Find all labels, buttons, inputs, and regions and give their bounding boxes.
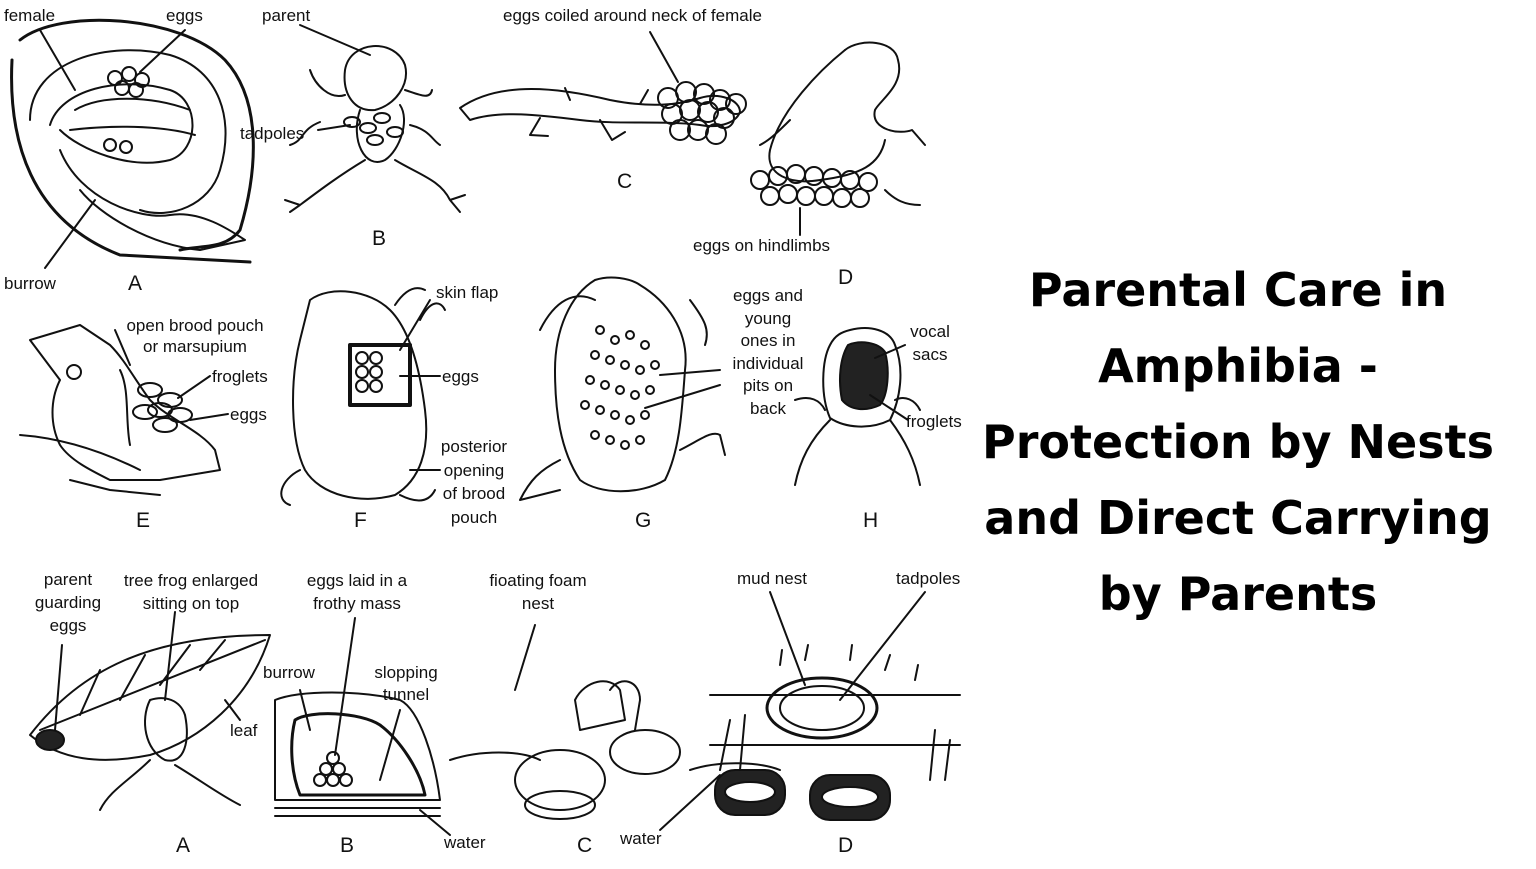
label-eggs-frothy-line2: frothy mass: [313, 594, 401, 613]
label-eggs-young-line4: individual: [732, 353, 804, 373]
label-posterior-opening-line2: opening: [443, 460, 505, 480]
page-title: Parental Care in Amphibia - Protection b…: [972, 252, 1504, 632]
label-eggs-a: eggs: [166, 6, 203, 25]
label-eggs-young-line6: back: [750, 398, 786, 418]
label-tadpoles-b: tadpoles: [240, 124, 305, 143]
panel-letter-b: B: [372, 227, 387, 250]
label-burrow-b2: burrow: [263, 663, 315, 682]
label-posterior-opening-line3: of brood: [442, 484, 506, 503]
drawing-c-salamander: [459, 31, 747, 145]
panel-letter-c2: C: [577, 834, 593, 857]
drawing-e-brood-pouch: [19, 324, 229, 496]
label-open-brood-pouch: open brood pouch or marsupium: [110, 315, 280, 357]
panel-letter-g: G: [635, 509, 652, 532]
label-burrow-a: burrow: [4, 274, 56, 293]
drawing-b-parent-tadpoles: [284, 24, 466, 213]
label-tree-frog: tree frog enlarged sitting on top: [110, 569, 272, 615]
label-eggs-frothy-line1: eggs laid in a: [306, 571, 408, 590]
label-mud-nest: mud nest: [737, 569, 807, 588]
label-skin-flap: skin flap: [436, 283, 499, 302]
drawing-f-skin-flap: [280, 287, 446, 506]
drawing-a-burrow-female: [10, 18, 255, 269]
label-vocal-sacs-line1: vocal: [910, 322, 950, 341]
label-parent-guarding-line2: guarding: [34, 593, 102, 612]
label-parent-guarding: parent guarding eggs: [28, 568, 108, 637]
label-eggs-young-line2: young: [744, 308, 792, 328]
label-posterior-opening: posterior opening of brood pouch: [432, 435, 516, 529]
label-eggs-young-line5: pits on: [742, 376, 794, 395]
title-line-3: Protection by Nests: [982, 415, 1494, 469]
label-slopping-tunnel-line1: slopping: [374, 663, 438, 682]
label-posterior-opening-line1: posterior: [440, 437, 508, 456]
panel-letter-e: E: [136, 509, 151, 532]
label-floating-foam: fioating foam nest: [478, 569, 598, 615]
label-female: female: [4, 6, 56, 25]
panel-letter-f: F: [354, 509, 367, 532]
label-vocal-sacs-line2: sacs: [912, 345, 948, 364]
drawing-b2-burrow-froth: [274, 617, 451, 836]
panel-letter-d2: D: [838, 834, 854, 857]
panel-letter-b2: B: [340, 834, 355, 857]
label-eggs-young-line3: ones in: [740, 331, 796, 350]
title-line-2: Amphibia -: [1098, 339, 1378, 393]
label-floating-foam-line1: fioating foam: [489, 571, 587, 590]
panel-letter-d: D: [838, 266, 854, 289]
label-eggs-young-line1: eggs and: [733, 286, 803, 305]
figure-drawings: [10, 18, 961, 836]
drawing-d2-mud-nest: [709, 591, 961, 821]
panel-letter-a: A: [128, 272, 143, 295]
panel-letter-c: C: [617, 170, 633, 193]
label-parent-guarding-line3: eggs: [49, 616, 87, 635]
label-parent-guarding-line1: parent: [43, 570, 93, 589]
label-vocal-sacs: vocal sacs: [900, 320, 960, 366]
title-line-5: by Parents: [1098, 567, 1378, 621]
drawing-h-vocal-sacs: [794, 327, 921, 486]
label-open-brood-pouch-line2: or marsupium: [143, 337, 247, 356]
drawing-d-toad-eggs: [750, 41, 926, 236]
label-eggs-coiled: eggs coiled around neck of female: [503, 6, 762, 25]
label-open-brood-pouch-line1: open brood pouch: [126, 316, 264, 335]
label-froglets-h: froglets: [906, 412, 962, 431]
amphibia-figure: female eggs burrow parent tadpoles eggs …: [4, 6, 962, 857]
title-line-1: Parental Care in: [1028, 263, 1448, 317]
label-eggs-f: eggs: [442, 367, 479, 386]
label-tree-frog-line1: tree frog enlarged: [123, 571, 259, 590]
label-water-c2: water: [620, 829, 662, 848]
drawing-c2-foam-nest: [449, 624, 781, 831]
label-eggs-young: eggs and young ones in individual pits o…: [722, 285, 814, 420]
drawing-a2-leaf: [29, 611, 271, 811]
label-eggs-frothy: eggs laid in a frothy mass: [295, 569, 419, 615]
label-slopping-tunnel-line2: tunnel: [382, 685, 430, 704]
label-eggs-hindlimbs: eggs on hindlimbs: [693, 236, 831, 255]
label-tree-frog-line2: sitting on top: [142, 594, 240, 613]
label-slopping-tunnel: slopping tunnel: [362, 662, 450, 706]
label-eggs-e: eggs: [230, 405, 267, 424]
label-posterior-opening-line4: pouch: [450, 507, 498, 527]
label-parent: parent: [262, 6, 311, 25]
panel-letter-h: H: [863, 509, 879, 532]
drawing-g-pits-back: [519, 276, 726, 501]
label-water-b2: water: [444, 833, 486, 852]
label-leaf: leaf: [230, 721, 258, 740]
panel-letter-a2: A: [176, 834, 191, 857]
label-froglets-e: froglets: [212, 367, 268, 386]
label-tadpoles-d2: tadpoles: [896, 569, 961, 588]
label-floating-foam-line2: nest: [521, 594, 555, 613]
title-line-4: and Direct Carrying: [984, 491, 1492, 545]
